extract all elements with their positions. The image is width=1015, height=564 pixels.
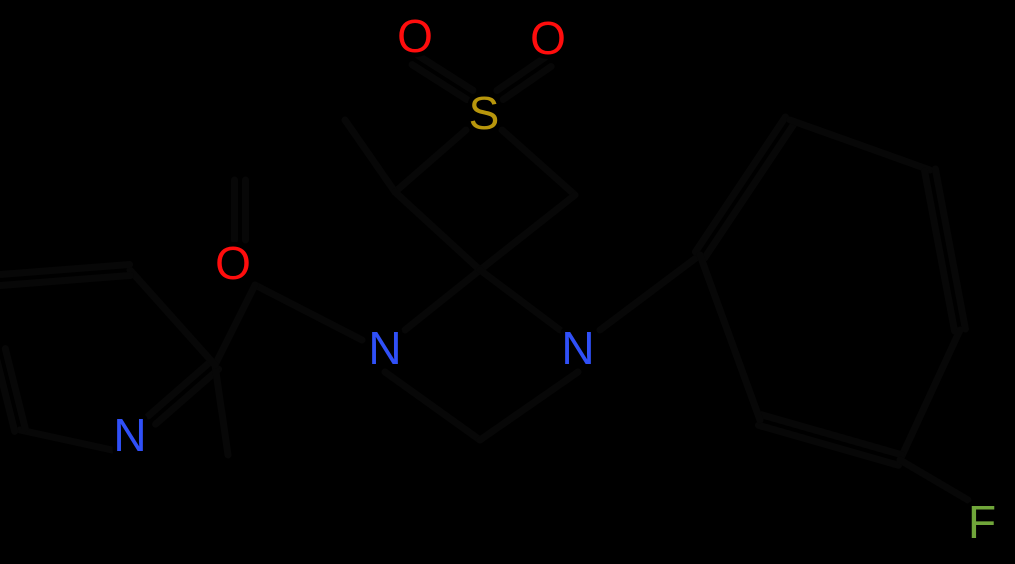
bond-pyridine-14 <box>144 357 223 428</box>
bond-piperazine-8 <box>476 266 564 334</box>
bond-methyl-branch-3 <box>341 116 399 196</box>
bond-piperazine-5 <box>391 188 484 274</box>
bond-sulfone-ring-4 <box>498 126 579 199</box>
atom-label-o-o3: O <box>215 237 251 289</box>
bond-sulfone-0 <box>408 51 477 104</box>
bond-pyridine-16 <box>16 426 116 454</box>
bond-pyridine-19 <box>0 261 134 289</box>
bond-benzene-24 <box>896 326 964 464</box>
bond-benzene-22 <box>786 116 934 174</box>
atom-label-n-n1: N <box>368 322 401 374</box>
bond-benzene-21 <box>691 113 799 262</box>
bond-piperazine-10 <box>476 368 582 444</box>
atom-label-o-o1: O <box>397 10 433 62</box>
atom-label-o-o2: O <box>530 12 566 64</box>
atom-label-s-s1: S <box>469 87 500 139</box>
bond-carbonyl-12 <box>231 176 249 244</box>
bond-amide-11 <box>251 281 366 344</box>
bond-pyridine-15 <box>211 361 232 459</box>
bond-sulfone-1 <box>493 53 555 104</box>
bond-benzene-26 <box>696 251 764 424</box>
bond-benzene-25 <box>754 411 906 469</box>
bond-layer <box>0 51 972 504</box>
atom-label-n-n3: N <box>113 409 146 461</box>
bond-benzene-23 <box>921 165 969 335</box>
atom-label-f-f1: F <box>968 496 996 548</box>
bond-piperazine-9 <box>381 368 484 444</box>
bond-pyridine-17 <box>0 345 29 435</box>
bond-piperazine-6 <box>476 191 579 274</box>
bond-amide-aryl-13 <box>211 281 259 369</box>
bond-piperazine-7 <box>401 266 484 334</box>
bond-n-aryl-20 <box>596 251 704 334</box>
bond-pyridine-18 <box>126 266 219 369</box>
bond-c-f-27 <box>896 456 972 504</box>
atom-label-n-n2: N <box>561 322 594 374</box>
bond-sulfone-methylene-2 <box>391 126 470 196</box>
